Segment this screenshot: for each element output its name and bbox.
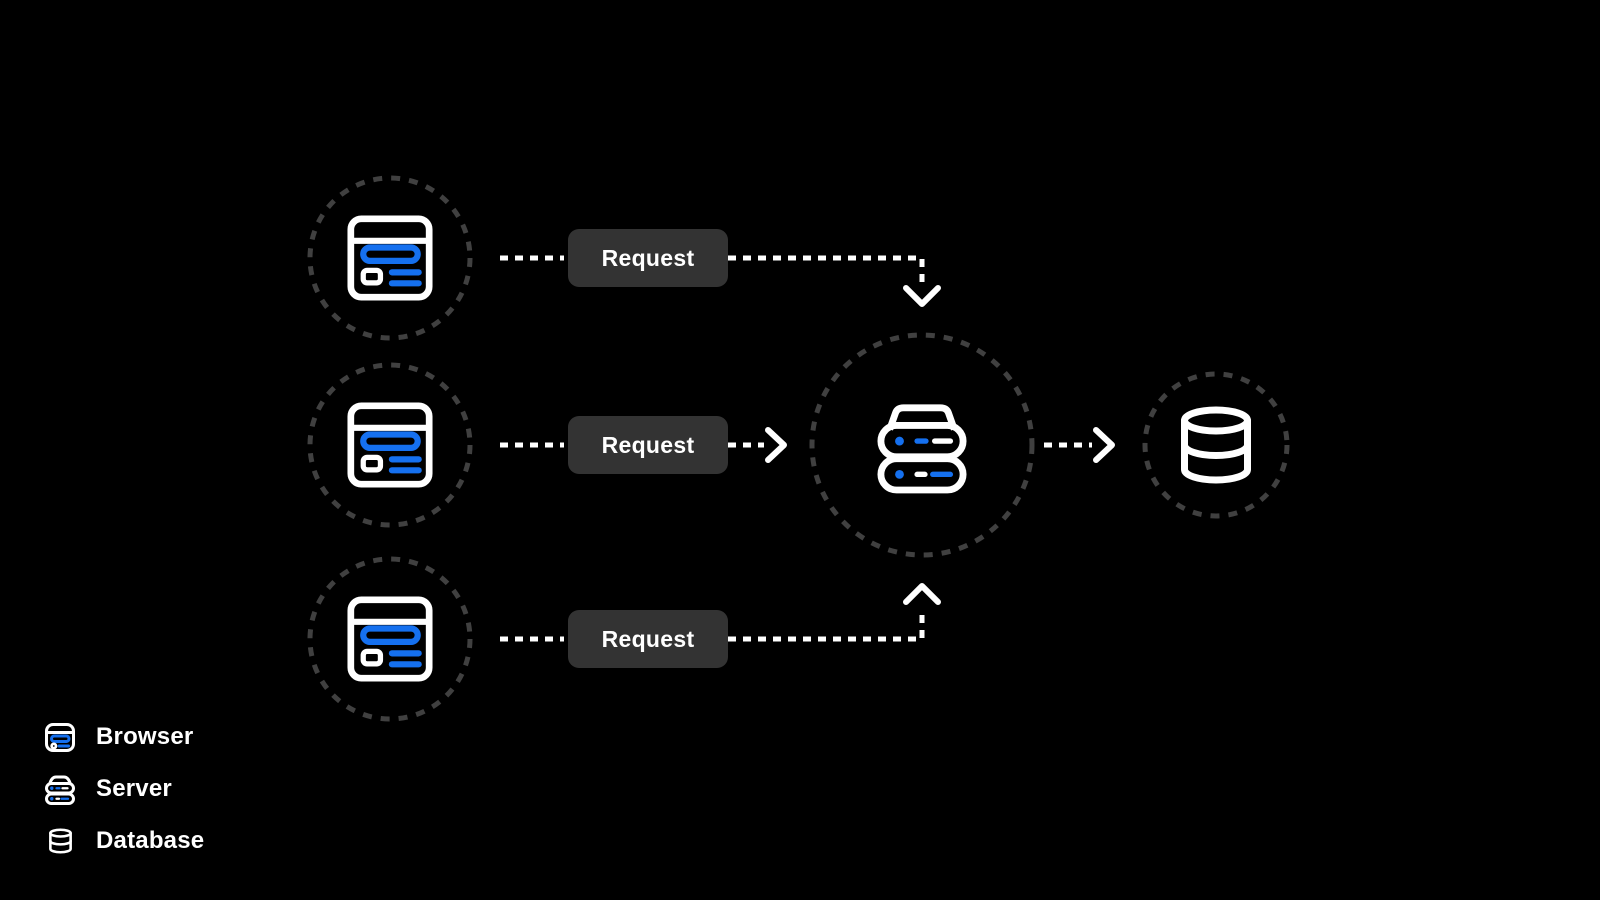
server-icon bbox=[877, 396, 967, 494]
browser-icon bbox=[44, 723, 76, 752]
arrowhead-right-icon bbox=[1093, 427, 1115, 463]
legend-label-server: Server bbox=[96, 775, 172, 802]
browser-icon bbox=[347, 215, 433, 301]
browser-icon bbox=[347, 402, 433, 488]
server-ring bbox=[809, 332, 1035, 558]
database-icon bbox=[1174, 401, 1258, 489]
legend: Browser Server Database bbox=[44, 722, 204, 856]
legend-item-database: Database bbox=[44, 826, 204, 856]
arrowhead-right-icon bbox=[765, 427, 787, 463]
database-ring bbox=[1142, 371, 1290, 519]
browser-2-ring bbox=[307, 362, 473, 528]
legend-item-server: Server bbox=[44, 774, 204, 804]
arrowhead-up-icon bbox=[903, 583, 941, 605]
browser-icon bbox=[347, 596, 433, 682]
legend-label-browser: Browser bbox=[96, 723, 194, 750]
request-chip-3: Request bbox=[568, 610, 728, 668]
legend-item-browser: Browser bbox=[44, 722, 204, 752]
database-icon bbox=[44, 826, 76, 856]
flow-1-line-right bbox=[728, 255, 925, 284]
browser-1-ring bbox=[307, 175, 473, 341]
request-chip-2: Request bbox=[568, 416, 728, 474]
arrowhead-down-icon bbox=[903, 285, 941, 307]
request-chip-1: Request bbox=[568, 229, 728, 287]
server-icon bbox=[44, 774, 76, 805]
flow-3-line-right bbox=[728, 614, 925, 642]
browser-3-ring bbox=[307, 556, 473, 722]
legend-label-database: Database bbox=[96, 827, 205, 854]
